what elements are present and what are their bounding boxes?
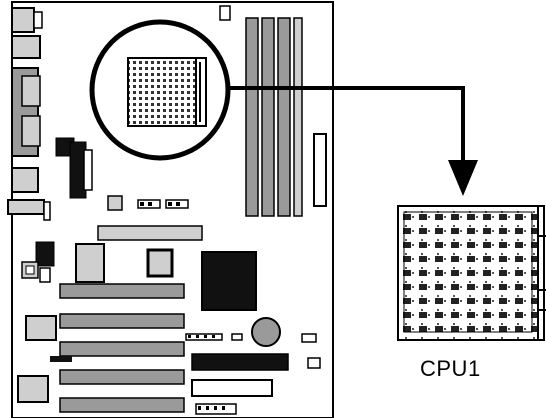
dimm-slots xyxy=(245,17,303,217)
agp-slot xyxy=(97,225,203,241)
edge-connector xyxy=(313,133,327,207)
header-strips xyxy=(137,199,189,209)
callout-arrow xyxy=(228,86,478,196)
cpu-socket-highlight xyxy=(89,19,231,161)
chipset-main xyxy=(201,251,257,311)
rear-io-panel xyxy=(7,7,51,221)
bottom-left-connectors xyxy=(17,315,72,403)
top-jumper xyxy=(219,5,231,21)
battery xyxy=(251,317,281,347)
pci-slots xyxy=(59,283,185,413)
left-components xyxy=(21,241,105,283)
header-row-bottom xyxy=(185,333,321,369)
power-connector xyxy=(55,137,93,199)
chipset-small xyxy=(146,248,174,278)
cpu1-label: CPU1 xyxy=(420,356,481,381)
cpu1-enlarged xyxy=(397,205,546,341)
small-chip xyxy=(107,195,123,211)
ide-connectors xyxy=(191,353,289,415)
